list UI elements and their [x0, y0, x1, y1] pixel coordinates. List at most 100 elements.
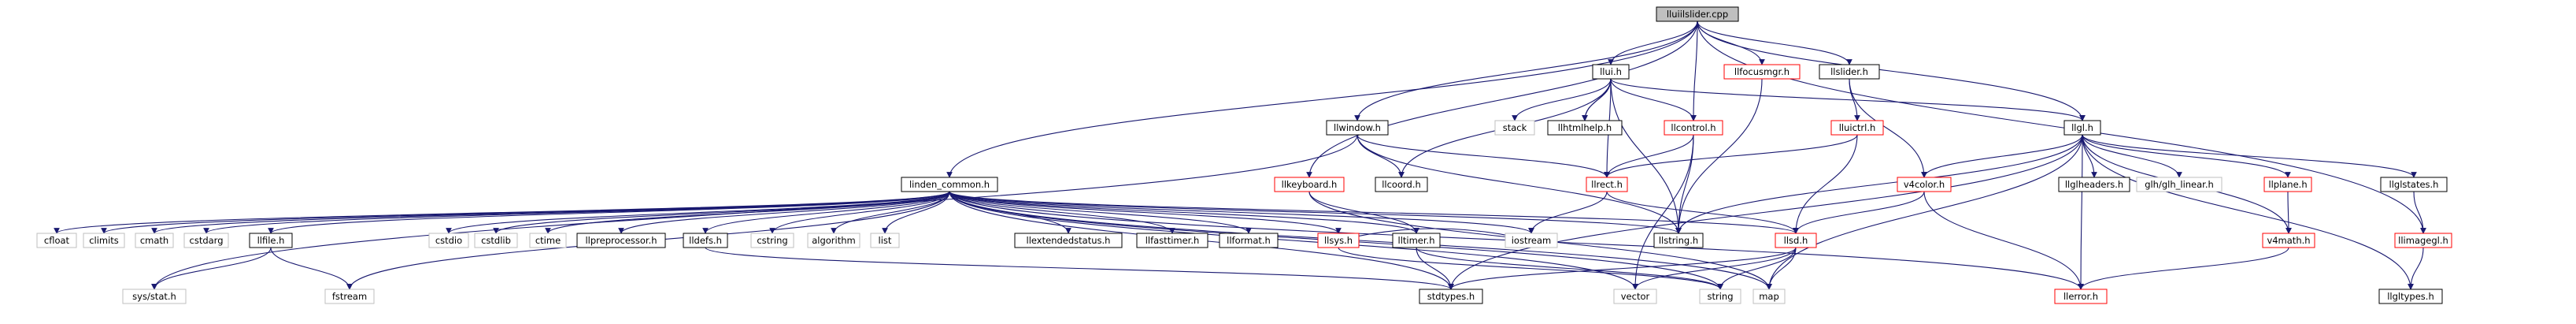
node-box-fstream [324, 289, 375, 304]
node-llhtmlhelp[interactable]: llhtmlhelp.h [1547, 120, 1623, 136]
edge-llgl-to-llgltypes [2082, 134, 2414, 290]
edge-llui-to-stack [1512, 78, 1612, 121]
edge-root-to-llslider [1697, 20, 1852, 65]
node-llstring[interactable]: llstring.h [1653, 233, 1704, 248]
node-label-root: lluiilslider.cpp [1667, 9, 1728, 20]
node-label-sysstat: sys/stat.h [132, 291, 176, 302]
node-box-v4math [2262, 233, 2315, 248]
node-llwindow[interactable]: llwindow.h [1326, 120, 1389, 136]
edge-lltimer-to-string [1416, 247, 1723, 290]
node-label-list: list [879, 235, 892, 246]
edge-linden_common-to-vector [949, 191, 1638, 290]
edge-v4color-to-llsd [1793, 191, 1925, 234]
edge-linden_common-to-llformat [949, 191, 1252, 234]
node-cstdio: cstdio [428, 233, 469, 248]
edge-linden_common-to-iostream [949, 191, 1534, 234]
node-llgl[interactable]: llgl.h [2063, 120, 2101, 136]
node-llui[interactable]: llui.h [1592, 64, 1630, 80]
node-box-llerror [2054, 289, 2108, 304]
node-llextendedstatus[interactable]: llextendedstatus.h [1014, 233, 1123, 248]
node-box-stack [1494, 120, 1535, 136]
node-box-llplane [2263, 177, 2312, 192]
node-box-string [1699, 289, 1741, 304]
edge-linden_common-to-llsd [949, 191, 1799, 234]
node-box-sysstat [122, 289, 187, 304]
node-label-fstream: fstream [332, 291, 367, 302]
node-llplane[interactable]: llplane.h [2263, 177, 2312, 192]
node-box-llpreprocessor [576, 233, 666, 248]
node-llpreprocessor[interactable]: llpreprocessor.h [576, 233, 666, 248]
node-box-llhtmlhelp [1547, 120, 1623, 136]
edge-llui-to-llcontrol [1610, 78, 1697, 121]
node-llgltypes[interactable]: llgltypes.h [2378, 289, 2443, 304]
node-label-llextendedstatus: llextendedstatus.h [1027, 235, 1111, 246]
edge-root-to-llfocusmgr [1697, 20, 1765, 65]
node-llfocusmgr[interactable]: llfocusmgr.h [1723, 64, 1801, 80]
edge-llimagegl-to-llgltypes [2408, 247, 2424, 290]
node-label-llformat: llformat.h [1227, 235, 1271, 246]
node-label-llpreprocessor: llpreprocessor.h [585, 235, 657, 246]
node-lluictrl[interactable]: lluictrl.h [1830, 120, 1884, 136]
edge-linden_common-to-llpreprocessor [618, 191, 950, 234]
node-label-iostream: iostream [1512, 235, 1552, 246]
node-llglstates[interactable]: llglstates.h [2380, 177, 2448, 192]
edge-linden_common-to-cstdlib [493, 191, 950, 234]
node-label-llcoord: llcoord.h [1382, 179, 1421, 190]
node-llsys[interactable]: llsys.h [1317, 233, 1360, 248]
node-llimagegl[interactable]: llimagegl.h [2394, 233, 2452, 248]
node-label-llfasttimer: llfasttimer.h [1146, 235, 1200, 246]
node-box-llfile [249, 233, 293, 248]
edge-linden_common-to-cstring [769, 191, 950, 234]
node-lltimer[interactable]: lltimer.h [1392, 233, 1441, 248]
node-llslider[interactable]: llslider.h [1819, 64, 1880, 80]
node-box-list [870, 233, 900, 248]
node-climits: climits [83, 233, 125, 248]
node-llerror[interactable]: llerror.h [2054, 289, 2108, 304]
node-box-cfloat [36, 233, 77, 248]
edge-llglstates-to-llimagegl [2413, 191, 2426, 234]
node-sysstat: sys/stat.h [122, 289, 187, 304]
node-llfile[interactable]: llfile.h [249, 233, 293, 248]
node-stdtypes[interactable]: stdtypes.h [1419, 289, 1483, 304]
node-iostream: iostream [1505, 233, 1558, 248]
node-llkeyboard[interactable]: llkeyboard.h [1274, 177, 1345, 192]
node-list: list [870, 233, 900, 248]
node-label-climits: climits [89, 235, 119, 246]
node-label-llimagegl: llimagegl.h [2398, 235, 2448, 246]
node-llformat[interactable]: llformat.h [1219, 233, 1279, 248]
edge-llgl-to-llerror [2078, 134, 2084, 290]
node-label-llgltypes: llgltypes.h [2387, 291, 2434, 302]
node-llglheaders[interactable]: llglheaders.h [2058, 177, 2130, 192]
edge-linden_common-to-ctime [545, 191, 950, 234]
edge-llcontrol-to-vector [1632, 134, 1694, 290]
node-box-llsys [1317, 233, 1360, 248]
node-llcontrol[interactable]: llcontrol.h [1664, 120, 1723, 136]
node-llrect[interactable]: llrect.h [1586, 177, 1628, 192]
node-box-cmath [135, 233, 174, 248]
node-lldefs[interactable]: lldefs.h [683, 233, 728, 248]
node-label-map: map [1759, 291, 1779, 302]
node-v4color[interactable]: v4color.h [1897, 177, 1952, 192]
edge-llwindow-to-llstring [1356, 134, 1682, 234]
node-label-llglheaders: llglheaders.h [2065, 179, 2123, 190]
node-llsd[interactable]: llsd.h [1775, 233, 1817, 248]
node-v4math[interactable]: v4math.h [2262, 233, 2315, 248]
node-glh_linear: glh/glh_linear.h [2136, 177, 2223, 192]
edge-v4color-to-llerror [1923, 191, 2084, 290]
node-box-llstring [1653, 233, 1704, 248]
node-box-cstdarg [183, 233, 229, 248]
node-llfasttimer[interactable]: llfasttimer.h [1136, 233, 1208, 248]
edge-linden_common-to-cfloat [54, 191, 950, 234]
edge-llsd-to-stdtypes [1448, 247, 1797, 290]
node-label-cmath: cmath [140, 235, 168, 246]
edge-llgl-to-llplane [2082, 134, 2291, 178]
node-linden_common[interactable]: linden_common.h [901, 177, 998, 192]
node-root[interactable]: lluiilslider.cpp [1656, 6, 1739, 22]
edge-llgl-to-v4color [1921, 134, 2083, 178]
node-label-cstdlib: cstdlib [481, 235, 511, 246]
node-box-llcoord [1375, 177, 1428, 192]
edge-v4math-to-llerror [2078, 247, 2289, 290]
node-box-vector [1613, 289, 1657, 304]
node-llcoord[interactable]: llcoord.h [1375, 177, 1428, 192]
